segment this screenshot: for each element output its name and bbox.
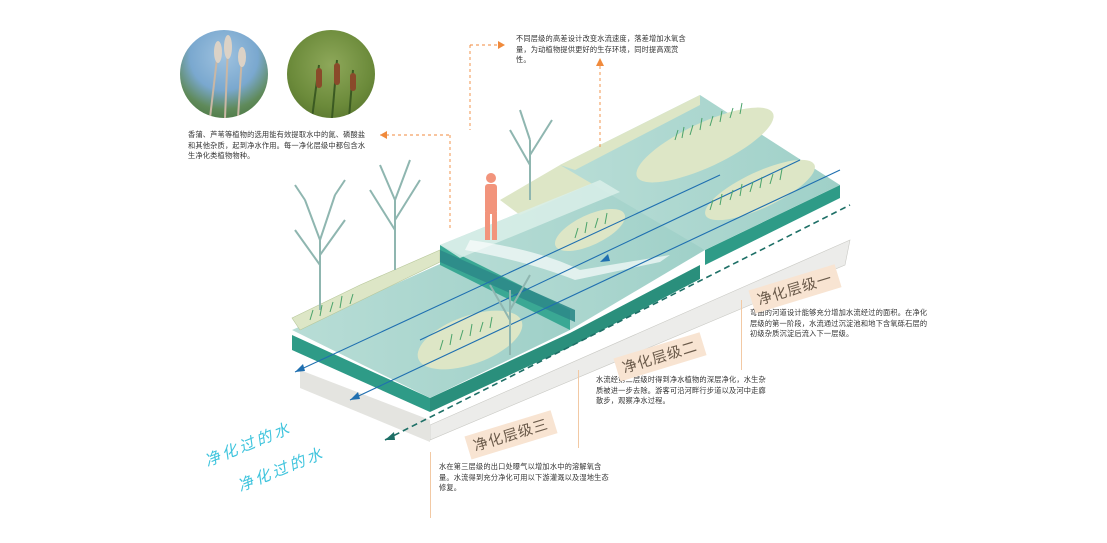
callout-arrow-mid xyxy=(498,41,505,49)
tree-lower xyxy=(489,274,531,355)
cattail-photo-circle xyxy=(180,30,268,118)
level1-leader xyxy=(741,300,742,370)
reed-photo-circle xyxy=(287,30,375,118)
reeds xyxy=(309,102,783,351)
flow-arrow-3 xyxy=(600,254,610,262)
level3-annotation: 水在第三层级的出口处曝气以增加水中的溶解氧含量。水流得到充分净化可用以下游灌溉以… xyxy=(439,462,609,492)
level2-water xyxy=(440,180,705,330)
cattail-photo-icon xyxy=(311,59,356,118)
level1-bank-left xyxy=(560,95,700,170)
tree-left xyxy=(294,179,346,310)
outflow-arrow xyxy=(385,432,395,440)
corridor-arch xyxy=(440,250,575,322)
walkway-path xyxy=(465,240,670,280)
callout-arrow-left xyxy=(380,131,387,139)
teal-band-front-right xyxy=(430,333,570,412)
level3-leader xyxy=(430,452,431,518)
reed-photo-icon xyxy=(209,35,246,118)
level1-front xyxy=(705,185,840,265)
level1-island-b xyxy=(705,159,815,221)
teal-band-front-left xyxy=(292,335,430,412)
flow-line-3 xyxy=(419,159,801,341)
plants-annotation: 香蒲、芦苇等植物的选用能有效提取水中的氮、磷酸盐和其他杂质，起到净水作用。每一净… xyxy=(188,130,366,160)
level2-bank xyxy=(500,165,600,215)
level2-leader xyxy=(578,370,579,448)
base-slab-front xyxy=(300,370,430,442)
level2-front xyxy=(570,265,700,347)
person-figure xyxy=(485,173,497,240)
flow-line-1 xyxy=(349,169,841,401)
callout-arrow-top xyxy=(596,58,604,66)
outflow-dashed-line xyxy=(384,204,851,441)
tree-right xyxy=(509,109,553,200)
flow-arrow-2 xyxy=(295,364,305,372)
level1-annotation: 弯曲的河道设计能够充分增加水流经过的面积。在净化层级的第一阶段，水流通过沉淀池和… xyxy=(750,308,928,338)
level3-island xyxy=(417,310,523,370)
flow-line-2 xyxy=(294,174,721,373)
callout-lines xyxy=(380,44,601,230)
tree-center xyxy=(369,159,421,270)
level2-annotation: 水流经第二层级时得到净水植物的深层净化，水生杂质被进一步去除。游客可沿河畔行步道… xyxy=(596,375,766,405)
level1-island-a xyxy=(636,107,774,183)
height-design-annotation: 不同层级的高差设计改变水流速度，落差增加水氧含量，为动植物提供更好的生存环境，同… xyxy=(516,34,686,64)
flow-arrow-1 xyxy=(350,392,360,400)
level2-island xyxy=(554,208,626,252)
